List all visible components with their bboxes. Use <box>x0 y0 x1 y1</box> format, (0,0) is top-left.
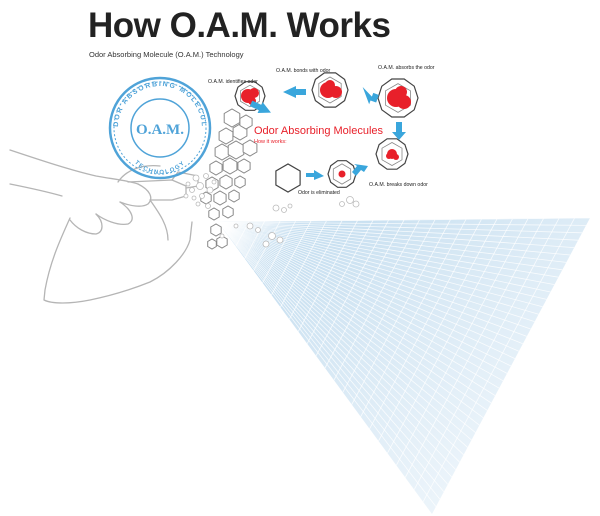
arrow-icon <box>352 164 368 176</box>
hexagon-molecule-icon <box>223 108 241 128</box>
spray-particle <box>281 207 287 213</box>
spray-bottle-icon <box>43 171 199 304</box>
spray-particle <box>339 201 345 207</box>
spray-cone <box>218 218 590 514</box>
spray-particle <box>185 181 191 187</box>
spray-particle <box>268 232 276 240</box>
molecule-empty <box>275 163 301 193</box>
molecule-absorbs <box>377 78 419 118</box>
spray-particle <box>246 222 254 230</box>
hexagon-molecule-icon <box>208 207 220 221</box>
hexagon-molecule-icon <box>227 140 245 160</box>
molecule-cluster <box>200 108 258 250</box>
molecule-breaks <box>375 138 409 170</box>
spray-particle <box>195 201 201 207</box>
hexagon-molecule-icon <box>237 158 251 174</box>
spray-particle <box>287 203 293 209</box>
step-label-bonds: O.A.M. bonds with odor <box>276 68 330 74</box>
page-title: How O.A.M. Works <box>88 6 391 45</box>
spray-particle <box>196 182 204 190</box>
spray-particle <box>183 193 189 199</box>
spray-particle <box>255 227 261 233</box>
hexagon-molecule-icon <box>213 190 227 206</box>
step-label-breaks: O.A.M. breaks down odor <box>369 182 428 188</box>
spray-particle <box>233 223 239 229</box>
page-subtitle: Odor Absorbing Molecule (O.A.M.) Technol… <box>89 50 244 59</box>
spray-particle <box>276 236 284 244</box>
arrow-icon <box>306 170 324 180</box>
spray-particle <box>206 186 214 194</box>
hexagon-molecule-icon <box>207 238 217 250</box>
spray-particle <box>191 195 197 201</box>
step-label-identifies: O.A.M. identifies odor <box>208 79 258 85</box>
spray-particle <box>189 187 195 193</box>
spray-particle <box>262 240 270 248</box>
step-label-absorbs: O.A.M. absorbs the odor <box>378 65 435 71</box>
spray-particle <box>211 179 217 185</box>
molecule-bonds <box>311 72 349 108</box>
hexagon-molecule-icon <box>239 114 253 130</box>
spray-particle <box>352 200 360 208</box>
hexagon-molecule-icon <box>209 160 223 176</box>
cycle-arrows <box>249 86 406 180</box>
arrow-icon <box>362 86 379 105</box>
hand-icon <box>9 149 161 235</box>
spray-particle <box>192 174 200 182</box>
spray-particle <box>272 204 280 212</box>
hexagon-molecule-icon <box>222 157 238 175</box>
cycle-subheading: How it works: <box>254 139 287 145</box>
hexagon-molecule-icon <box>216 235 228 249</box>
spray-particle <box>346 196 354 204</box>
step-label-eliminated: Odor is eliminated <box>298 190 340 196</box>
spray-particles <box>183 173 360 248</box>
spray-particle <box>203 173 209 179</box>
cycle-heading: Odor Absorbing Molecules <box>254 125 384 137</box>
hexagon-molecule-icon <box>214 143 230 161</box>
hexagon-molecule-icon <box>222 205 234 219</box>
spray-particle <box>199 193 205 199</box>
hexagon-molecule-icon <box>234 175 246 189</box>
spray-particle <box>219 233 225 239</box>
arrow-icon <box>283 86 306 98</box>
hexagon-molecule-icon <box>219 174 233 190</box>
spray-particle <box>205 203 211 209</box>
hexagon-molecule-icon <box>218 127 234 145</box>
hexagon-molecule-icon <box>210 223 222 237</box>
hexagon-molecule-icon <box>228 189 240 203</box>
hexagon-molecule-icon <box>242 139 258 157</box>
oam-cycle: O.A.M. identifies odor O.A.M. bonds with… <box>208 65 435 196</box>
stamp-center-text: O.A.M. <box>136 122 184 138</box>
arrow-icon <box>249 100 271 114</box>
arrow-icon <box>392 122 406 140</box>
molecule-eliminated <box>327 160 357 188</box>
